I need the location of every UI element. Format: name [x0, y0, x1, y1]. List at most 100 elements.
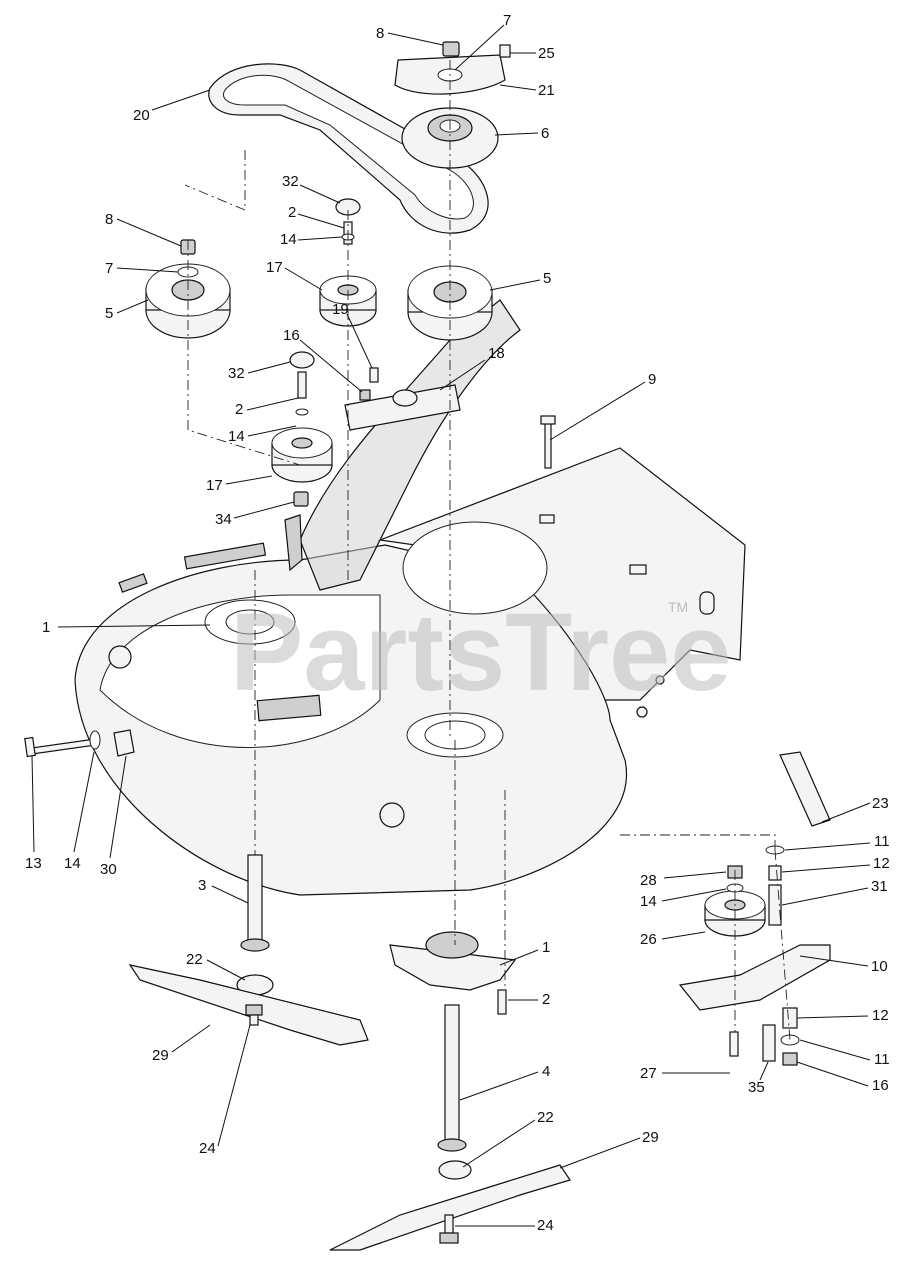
spindle-shaft-4 [437, 1004, 467, 1152]
svg-text:24: 24 [199, 1140, 216, 1157]
callout-34: 34 [215, 501, 295, 528]
spacer-34 [293, 491, 309, 507]
svg-text:32: 32 [282, 173, 299, 190]
svg-text:31: 31 [871, 878, 888, 895]
nut-16-top [359, 389, 371, 401]
svg-text:14: 14 [228, 428, 245, 445]
callout-20: 20 [133, 89, 211, 124]
callout-17: 17 [206, 475, 273, 494]
callout-22: 22 [462, 1109, 554, 1168]
bolt-19 [369, 367, 379, 383]
svg-text:2: 2 [288, 204, 296, 221]
svg-text:21: 21 [538, 82, 555, 99]
svg-text:7: 7 [503, 12, 511, 29]
callout-7: 7 [454, 12, 511, 71]
drive-belt [208, 63, 489, 234]
callout-23: 23 [821, 795, 889, 823]
callout-21: 21 [499, 82, 555, 99]
callout-8: 8 [376, 25, 444, 46]
callout-11: 11 [784, 833, 890, 851]
bushing-12-bottom [782, 1007, 798, 1029]
idler-arm-10 [678, 944, 831, 1011]
callout-27: 27 [640, 1065, 730, 1082]
callout-14: 14 [228, 425, 297, 445]
callout-8: 8 [105, 211, 182, 247]
callout-25: 25 [510, 45, 555, 62]
svg-text:11: 11 [874, 833, 890, 850]
bolt-24-left [245, 1004, 263, 1026]
svg-text:18: 18 [488, 345, 505, 362]
svg-text:3: 3 [198, 877, 206, 894]
bolt-9 [540, 415, 556, 469]
blade-adapter-22-right [438, 1160, 472, 1180]
svg-text:20: 20 [133, 107, 150, 124]
svg-text:14: 14 [280, 231, 297, 248]
callout-35: 35 [748, 1061, 769, 1096]
callout-13: 13 [25, 755, 42, 872]
svg-text:32: 32 [228, 365, 245, 382]
svg-text:2: 2 [235, 401, 243, 418]
pulley-6 [401, 107, 499, 169]
washer-14-left [89, 730, 101, 750]
callout-16: 16 [283, 327, 363, 393]
svg-text:10: 10 [871, 958, 888, 975]
callout-16: 16 [796, 1061, 889, 1094]
svg-text:35: 35 [748, 1079, 765, 1096]
callout-29: 29 [559, 1129, 659, 1169]
callouts: 8 7 25 21 6 20 32 2 14 17 8 7 5 5 19 16 … [25, 12, 890, 1234]
svg-text:17: 17 [206, 477, 223, 494]
svg-text:8: 8 [105, 211, 113, 228]
svg-text:26: 26 [640, 931, 657, 948]
callout-5: 5 [105, 299, 149, 322]
callout-14: 14 [280, 231, 343, 248]
callout-26: 26 [640, 931, 706, 948]
svg-text:28: 28 [640, 872, 657, 889]
mower-deck-housing [74, 299, 746, 896]
callout-24: 24 [455, 1217, 554, 1234]
bracket-30 [113, 729, 135, 757]
svg-text:6: 6 [541, 125, 549, 142]
svg-text:34: 34 [215, 511, 232, 528]
callout-29: 29 [152, 1024, 211, 1064]
svg-text:1: 1 [542, 939, 550, 956]
bolt-24-right [439, 1214, 459, 1244]
callout-2: 2 [508, 991, 550, 1008]
callout-31: 31 [781, 878, 888, 906]
callout-2: 2 [235, 397, 299, 418]
washer-14-lower [295, 408, 309, 416]
callout-3: 3 [198, 877, 249, 904]
svg-text:8: 8 [376, 25, 384, 42]
callout-14: 14 [64, 751, 95, 872]
svg-text:12: 12 [873, 855, 890, 872]
svg-text:13: 13 [25, 855, 42, 872]
svg-text:29: 29 [642, 1129, 659, 1146]
nut-16-bottom [782, 1052, 798, 1066]
idler-pulley-17-lower [271, 427, 333, 483]
svg-text:1: 1 [42, 619, 50, 636]
callout-5: 5 [489, 270, 551, 291]
svg-text:14: 14 [640, 893, 657, 910]
svg-text:9: 9 [648, 371, 656, 388]
pivot-31 [768, 884, 782, 926]
callout-32: 32 [282, 173, 341, 204]
svg-text:24: 24 [537, 1217, 554, 1234]
spindle-housing-1 [389, 931, 517, 991]
svg-text:11: 11 [874, 1051, 890, 1068]
callout-7: 7 [105, 260, 179, 277]
svg-text:29: 29 [152, 1047, 169, 1064]
spindle-shaft-3 [240, 854, 270, 952]
callout-12: 12 [781, 855, 890, 873]
svg-text:2: 2 [542, 991, 550, 1008]
callout-9: 9 [549, 371, 656, 441]
svg-text:5: 5 [543, 270, 551, 287]
pulley-5-right [407, 265, 493, 341]
svg-text:7: 7 [105, 260, 113, 277]
svg-text:5: 5 [105, 305, 113, 322]
svg-text:14: 14 [64, 855, 81, 872]
svg-text:12: 12 [872, 1007, 889, 1024]
svg-text:19: 19 [332, 301, 349, 318]
bolt-2-spindle [497, 989, 507, 1015]
nut-8-top [442, 41, 460, 57]
bolt-25 [499, 44, 511, 58]
callout-32: 32 [228, 361, 291, 382]
